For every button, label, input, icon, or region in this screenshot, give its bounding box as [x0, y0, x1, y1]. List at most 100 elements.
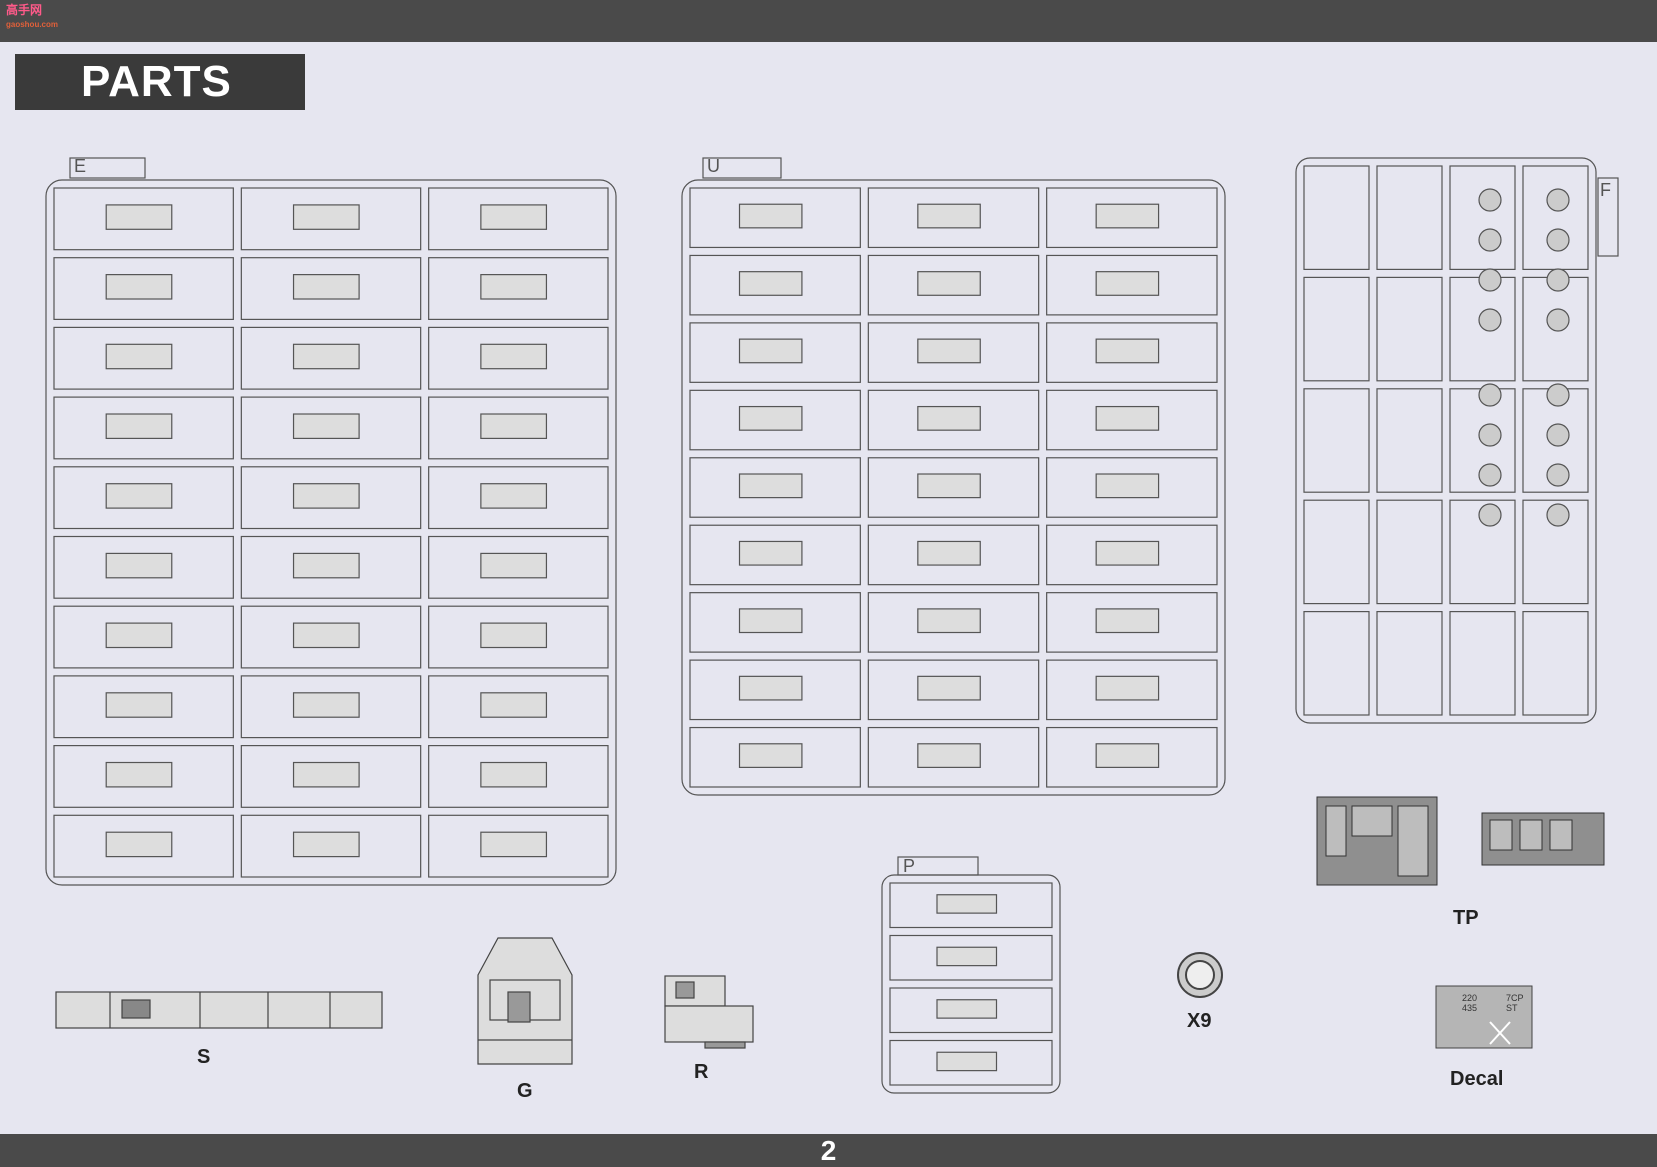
part-shape — [917, 540, 981, 566]
part-shape — [936, 946, 998, 967]
part-shape — [292, 343, 360, 370]
label-g: G — [517, 1080, 533, 1102]
sprue-cell — [867, 457, 1040, 518]
sprue-e-frame — [45, 179, 617, 886]
watermark-text: 高手网 — [6, 3, 43, 17]
decal-code-2: 435 — [1462, 1003, 1477, 1013]
part-shape — [917, 203, 981, 229]
sprue-cell — [428, 326, 609, 390]
part-shape — [480, 343, 548, 370]
part-shape — [1095, 405, 1160, 431]
part-shape — [105, 483, 173, 509]
sprue-cell — [1303, 499, 1370, 605]
sprue-cell — [689, 254, 861, 316]
part-shape — [1095, 608, 1160, 634]
part-shape — [292, 622, 360, 649]
sprue-cell — [428, 396, 609, 460]
part-shape — [480, 552, 548, 579]
sprue-cell — [1046, 592, 1218, 653]
sprue-cell — [53, 675, 234, 739]
sprue-cell — [889, 882, 1053, 929]
sprue-cell — [1046, 726, 1218, 788]
sprue-cell — [240, 675, 422, 739]
sprue-f-letter: F — [1600, 180, 1611, 200]
part-shape — [936, 999, 998, 1019]
sprue-cell — [1303, 165, 1370, 271]
sprue-cell — [1046, 457, 1218, 518]
sprue-cell — [689, 457, 861, 518]
sprue-cell — [1303, 610, 1370, 716]
wheel-part — [1546, 463, 1570, 487]
wheel-part — [1546, 423, 1570, 447]
sprue-cell — [1046, 322, 1218, 383]
part-shape — [480, 761, 548, 788]
sprue-cell — [1449, 165, 1516, 271]
sprue-f-frame — [1295, 157, 1597, 724]
sprue-u-tab — [702, 157, 782, 179]
sprue-cell — [867, 187, 1040, 249]
sprue-cell — [240, 744, 422, 808]
sprue-f-grid — [1303, 165, 1589, 716]
sprue-p-grid — [889, 882, 1053, 1086]
top-bar — [0, 0, 1657, 42]
part-shape — [917, 608, 981, 634]
sprue-cell — [1046, 389, 1218, 451]
wheel-part — [1546, 308, 1570, 332]
sprue-cell — [53, 744, 234, 808]
part-r-interior — [664, 975, 754, 1049]
sprue-cell — [428, 466, 609, 530]
part-shape — [480, 831, 548, 858]
sprue-cell — [53, 326, 234, 390]
wheel-part — [1478, 188, 1502, 212]
part-tp-photoetch — [1316, 796, 1605, 886]
part-shape — [480, 692, 548, 718]
part-shape — [105, 343, 173, 370]
part-shape — [292, 552, 360, 579]
part-shape — [917, 338, 981, 364]
part-shape — [738, 203, 803, 229]
part-shape — [480, 483, 548, 509]
sprue-cell — [240, 814, 422, 878]
sprue-cell — [240, 326, 422, 390]
page-title: PARTS — [15, 54, 305, 110]
sprue-cell — [53, 187, 234, 251]
sprue-cell — [428, 605, 609, 669]
sprue-p-tab — [897, 856, 979, 876]
wheel-part — [1478, 308, 1502, 332]
part-shape — [105, 831, 173, 858]
sprue-u-frame — [681, 179, 1226, 796]
part-shape — [1095, 338, 1160, 364]
part-g-cab — [477, 937, 573, 1065]
label-decal: Decal — [1450, 1068, 1504, 1090]
sprue-cell — [1046, 187, 1218, 249]
wheel-part — [1546, 383, 1570, 407]
part-shape — [105, 204, 173, 230]
part-shape — [105, 622, 173, 649]
sprue-cell — [689, 187, 861, 249]
sprue-cell — [53, 605, 234, 669]
part-shape — [105, 552, 173, 579]
sprue-cell — [689, 524, 861, 586]
sprue-cell — [889, 934, 1053, 981]
wheel-part — [1478, 268, 1502, 292]
decal-code-3: 7CP — [1506, 993, 1524, 1003]
part-shape — [292, 483, 360, 509]
sprue-e-tab — [69, 157, 146, 179]
sprue-cell — [53, 535, 234, 599]
part-shape — [105, 761, 173, 788]
sprue-cell — [889, 1039, 1053, 1086]
sprue-cell — [889, 987, 1053, 1034]
sprue-cell — [1046, 254, 1218, 316]
sprue-cell — [1046, 524, 1218, 586]
part-shape — [292, 692, 360, 718]
sprue-cell — [867, 659, 1040, 721]
sprue-cell — [1522, 165, 1589, 271]
sprue-e-letter: E — [74, 156, 87, 176]
sprue-u-letter: U — [707, 156, 720, 176]
part-shape — [1095, 675, 1160, 701]
part-shape — [936, 894, 998, 914]
part-shape — [917, 743, 981, 768]
part-shape — [738, 675, 803, 701]
sprue-p-letter: P — [903, 856, 916, 876]
part-decal-sheet: 220 435 7CP ST — [1435, 985, 1533, 1049]
